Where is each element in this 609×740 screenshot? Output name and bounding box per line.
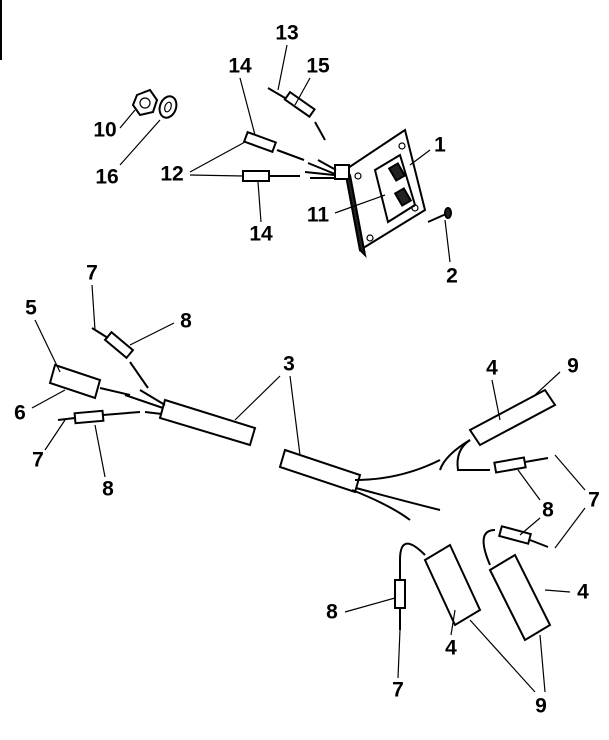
connector-part-7-8-lower — [57, 409, 141, 425]
callout-13: 13 — [275, 22, 298, 45]
connector-part-7-8-upper — [91, 327, 149, 389]
callout-8: 8 — [180, 310, 192, 333]
callout-7: 7 — [32, 449, 44, 472]
callout-9: 9 — [567, 355, 579, 378]
connectors-part-7-8-right — [394, 456, 549, 630]
callout-6: 6 — [14, 402, 26, 425]
terminal-part-14-lower — [242, 170, 300, 182]
sleeve-part-4-middle — [399, 542, 482, 627]
terminal-part-14-upper — [242, 130, 305, 161]
connector-part-5-6 — [48, 363, 131, 400]
callout-7: 7 — [392, 679, 404, 702]
leader-lines — [31, 44, 586, 693]
terminal-part-13-15 — [267, 87, 326, 141]
callout-14: 14 — [249, 223, 273, 246]
callout-7: 7 — [86, 262, 98, 285]
callout-5: 5 — [25, 297, 37, 320]
callout-3: 3 — [283, 353, 295, 376]
callout-4: 4 — [486, 357, 498, 380]
switch-plate-part-1 — [334, 128, 427, 258]
callout-15: 15 — [306, 55, 330, 78]
callout-4: 4 — [577, 581, 589, 604]
callout-10: 10 — [93, 119, 116, 142]
screw-part-2 — [427, 207, 452, 223]
callout-11: 11 — [307, 204, 330, 227]
callout-12: 12 — [160, 163, 183, 186]
sleeve-part-4-upper — [439, 388, 557, 471]
callout-1: 1 — [434, 134, 446, 157]
callout-7: 7 — [588, 489, 600, 512]
callout-4: 4 — [445, 637, 457, 660]
nut-part-10 — [131, 88, 159, 117]
switch-leads — [304, 159, 337, 179]
callout-14: 14 — [228, 55, 252, 78]
callout-16: 16 — [95, 166, 118, 189]
washer-part-16 — [158, 95, 178, 119]
callout-2: 2 — [446, 265, 458, 288]
callout-8: 8 — [542, 499, 554, 522]
callout-8: 8 — [326, 601, 338, 624]
callout-8: 8 — [102, 478, 114, 501]
sleeve-part-4-right — [482, 529, 552, 642]
wire-harness-part-3 — [124, 389, 441, 521]
callout-9: 9 — [535, 695, 547, 718]
